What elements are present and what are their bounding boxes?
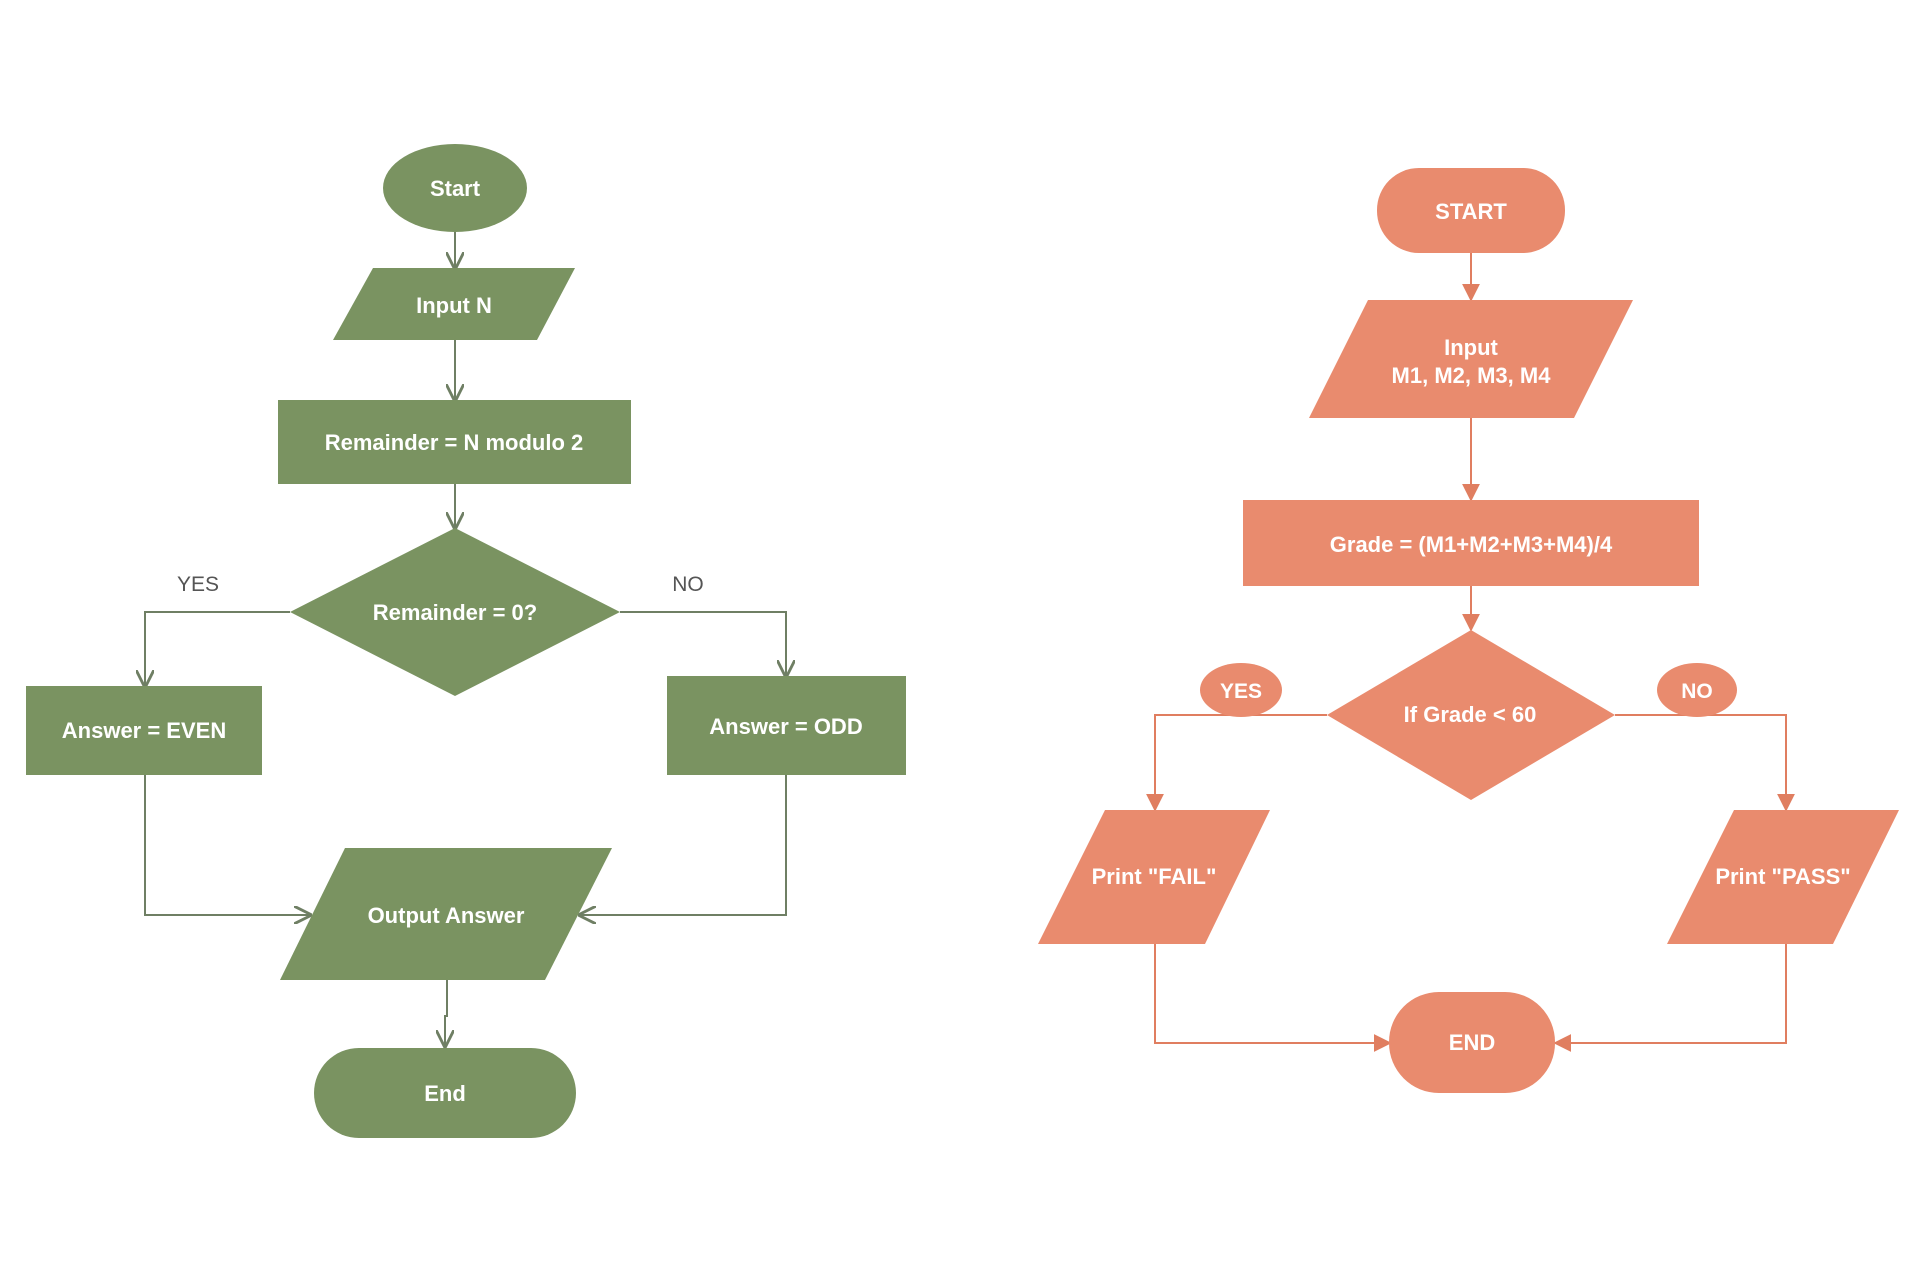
left-output-node bbox=[280, 848, 612, 980]
right-decision-label: If Grade < 60 bbox=[1404, 702, 1537, 727]
right-connectors bbox=[1146, 253, 1795, 1052]
left-odd-node bbox=[667, 676, 906, 775]
edge-even-to-output bbox=[144, 775, 310, 915]
left-connectors bbox=[145, 232, 786, 1046]
right-start-node bbox=[1377, 168, 1565, 253]
left-odd-label: Answer = ODD bbox=[709, 714, 862, 739]
edge-pass-to-end bbox=[1553, 944, 1787, 1052]
left-end-label: End bbox=[424, 1081, 466, 1106]
left-output-label: Output Answer bbox=[368, 903, 525, 928]
left-start-label: Start bbox=[430, 176, 481, 201]
left-start-node bbox=[383, 144, 527, 232]
edge-decision-yes-to-fail bbox=[1146, 714, 1327, 812]
right-grade-node bbox=[1243, 500, 1699, 586]
left-flowchart: Start Input N Remainder = N modulo 2 Rem… bbox=[26, 144, 906, 1138]
edge-decision-no-to-pass bbox=[1615, 714, 1795, 812]
edge-output-to-end bbox=[445, 980, 447, 1046]
right-decision-node bbox=[1327, 630, 1615, 800]
right-grade-label: Grade = (M1+M2+M3+M4)/4 bbox=[1330, 532, 1613, 557]
right-flowchart: START Input M1, M2, M3, M4 Grade = (M1+M… bbox=[1038, 168, 1899, 1093]
right-input-label-line2: M1, M2, M3, M4 bbox=[1392, 363, 1552, 388]
left-end-node bbox=[314, 1048, 576, 1138]
left-remainder-label: Remainder = N modulo 2 bbox=[325, 430, 584, 455]
right-yes-label: YES bbox=[1220, 680, 1262, 703]
right-pass-node bbox=[1667, 810, 1899, 944]
edge-decision-no-to-odd bbox=[620, 611, 786, 676]
right-input-node bbox=[1309, 300, 1633, 418]
right-yes-badge bbox=[1200, 663, 1282, 717]
left-even-label: Answer = EVEN bbox=[62, 718, 226, 743]
left-decision-node bbox=[290, 528, 620, 696]
edge-decision-yes-to-even bbox=[145, 611, 290, 686]
edge-fail-to-end bbox=[1154, 944, 1392, 1052]
left-input-label: Input N bbox=[416, 293, 492, 318]
right-input-label-line1: Input bbox=[1444, 335, 1498, 360]
left-input-node bbox=[333, 268, 575, 340]
left-yes-label: YES bbox=[177, 573, 219, 596]
right-start-label: START bbox=[1435, 199, 1507, 224]
right-no-label: NO bbox=[1681, 680, 1713, 703]
right-end-label: END bbox=[1449, 1030, 1495, 1055]
left-decision-label: Remainder = 0? bbox=[373, 600, 537, 625]
right-fail-label: Print "FAIL" bbox=[1092, 864, 1217, 889]
left-even-node bbox=[26, 686, 262, 775]
right-end-node bbox=[1389, 992, 1555, 1093]
left-remainder-node bbox=[278, 400, 631, 484]
left-no-label: NO bbox=[672, 573, 704, 596]
right-pass-label: Print "PASS" bbox=[1715, 864, 1850, 889]
edge-odd-to-output bbox=[580, 775, 787, 915]
right-no-badge bbox=[1657, 663, 1737, 717]
right-fail-node bbox=[1038, 810, 1270, 944]
